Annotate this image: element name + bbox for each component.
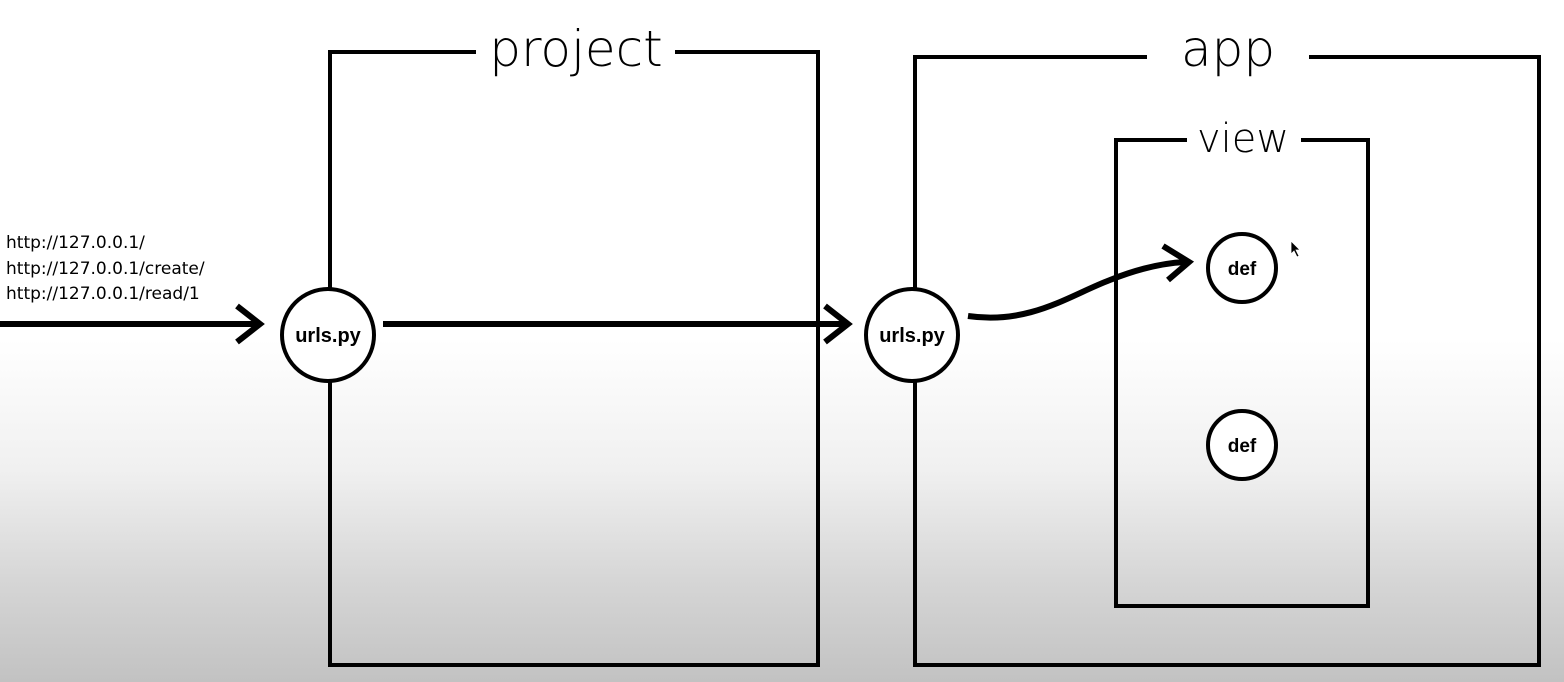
project-box: project <box>328 20 820 667</box>
url-item-root: http://127.0.0.1/ <box>6 233 145 253</box>
view-box: view <box>1114 116 1370 608</box>
app-urls-node: urls.py <box>864 287 960 383</box>
url-item-create: http://127.0.0.1/create/ <box>6 259 205 279</box>
view-function-label: def <box>1228 436 1257 457</box>
incoming-urls: http://127.0.0.1/ http://127.0.0.1/creat… <box>6 233 205 304</box>
project-to-app-arrow-icon <box>383 303 853 345</box>
view-box-border <box>1114 138 1370 608</box>
app-box: app <box>913 20 1541 667</box>
project-urls-node: urls.py <box>280 287 376 383</box>
project-title: project <box>489 20 663 78</box>
view-function-label: def <box>1228 259 1257 280</box>
incoming-arrow-icon <box>0 303 265 345</box>
project-urls-label: urls.py <box>295 325 361 347</box>
url-item-read: http://127.0.0.1/read/1 <box>6 284 200 304</box>
app-box-border <box>913 55 1541 667</box>
project-box-border <box>328 50 820 667</box>
view-function-node: def <box>1206 409 1278 481</box>
app-urls-label: urls.py <box>879 325 945 347</box>
urls-to-def-arrow-icon <box>967 243 1195 321</box>
view-title: view <box>1197 116 1289 162</box>
app-title: app <box>1181 20 1275 78</box>
mouse-cursor-icon <box>1290 240 1301 258</box>
view-function-node: def <box>1206 232 1278 304</box>
